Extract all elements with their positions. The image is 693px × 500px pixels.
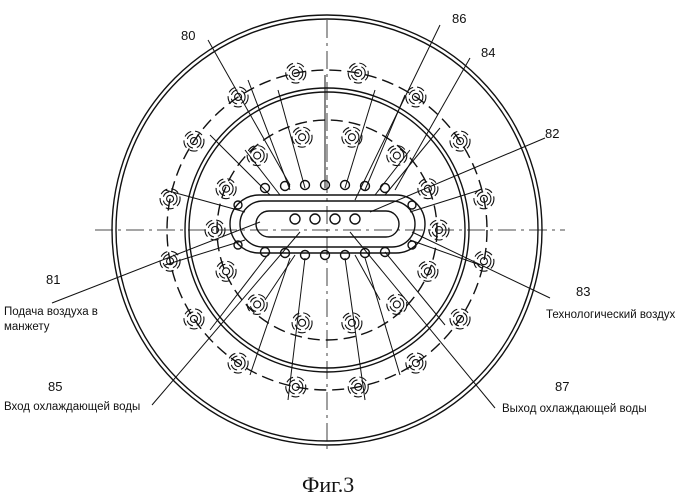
bolt-head	[474, 251, 494, 271]
central-oval-outer	[230, 195, 425, 253]
bolt-head	[342, 313, 362, 333]
ref-84: 84	[481, 45, 495, 60]
ref-87: 87	[555, 379, 569, 394]
bolt-head	[418, 261, 438, 281]
leader-80	[208, 40, 290, 185]
leader-82	[370, 138, 545, 212]
ref-85: 85	[48, 379, 62, 394]
bolt-head	[292, 313, 312, 333]
leader-lines	[52, 25, 550, 408]
label-sleeve-air-line1: Подача воздуха в	[4, 306, 98, 318]
label-cooling-out: Выход охлаждающей воды	[502, 403, 647, 415]
bolt-head	[247, 294, 267, 314]
leader-85	[152, 232, 300, 405]
nozzle-2	[310, 214, 320, 224]
label-cooling-in: Вход охлаждающей воды	[4, 401, 140, 413]
leader-87	[350, 232, 495, 408]
ref-83: 83	[576, 284, 590, 299]
ref-86: 86	[452, 11, 466, 26]
central-oval-inner	[256, 211, 399, 237]
leader-83	[412, 232, 550, 298]
bolt-head	[406, 353, 426, 373]
leader-81	[52, 222, 260, 303]
bolt-head	[216, 261, 236, 281]
bolt-head	[216, 179, 236, 199]
ref-80: 80	[181, 28, 195, 43]
bolt-head	[184, 309, 204, 329]
bolt-head	[292, 127, 312, 147]
bolt-head	[387, 146, 407, 166]
central-oval-middle	[240, 201, 415, 247]
label-sleeve-air-line2: манжету	[4, 321, 50, 333]
nozzle-4	[350, 214, 360, 224]
label-process-air: Технологический воздух	[546, 309, 676, 321]
leader-84	[395, 58, 470, 190]
figure-caption: Фиг.3	[302, 472, 354, 497]
nozzle-1	[290, 214, 300, 224]
ref-81: 81	[46, 272, 60, 287]
ref-82: 82	[545, 126, 559, 141]
bolt-head	[247, 146, 267, 166]
bolt-head	[418, 179, 438, 199]
nozzle-3	[330, 214, 340, 224]
